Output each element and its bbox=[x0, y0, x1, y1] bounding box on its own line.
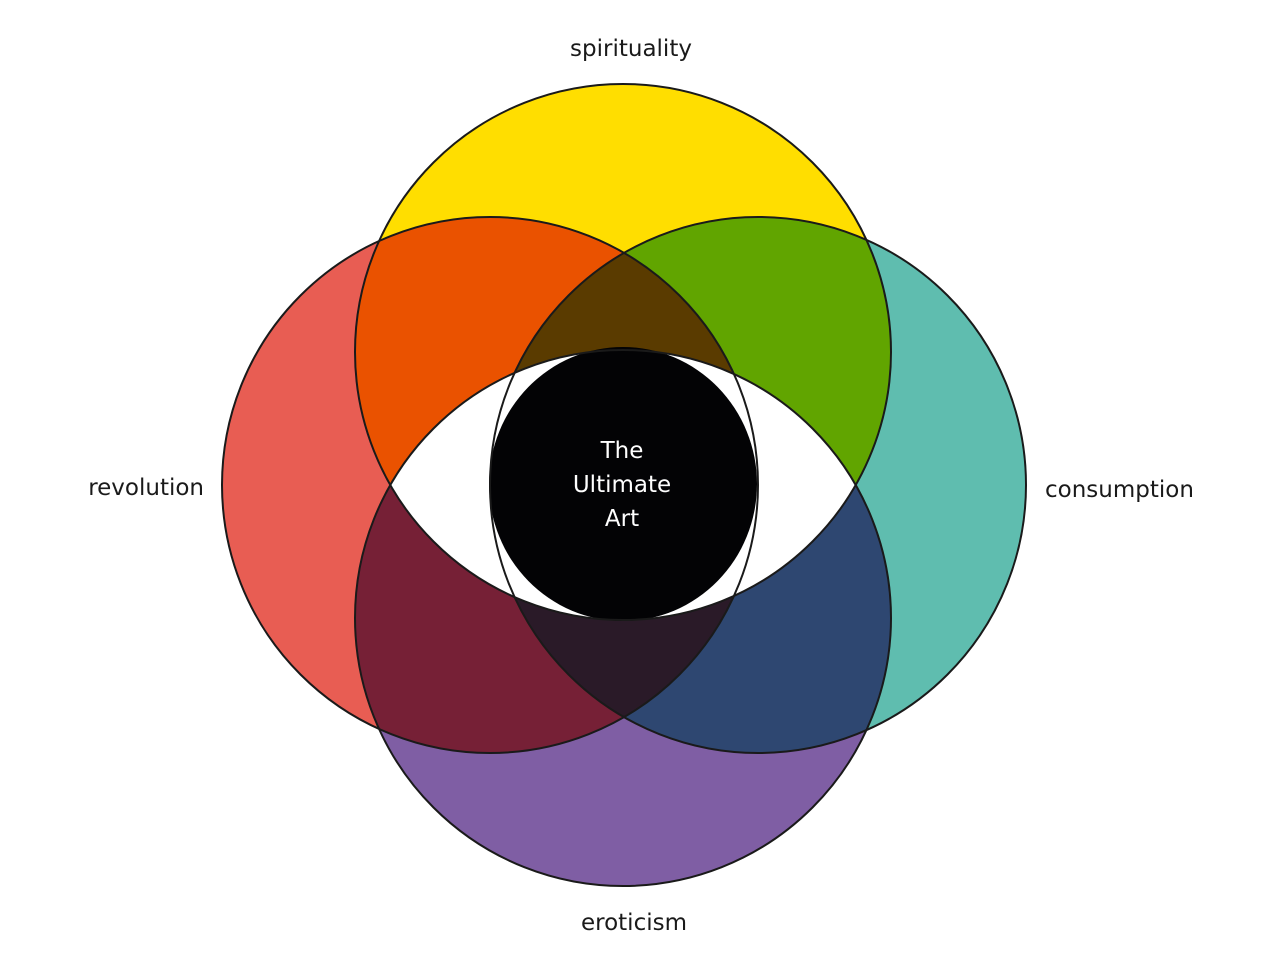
label-consumption: consumption bbox=[1045, 477, 1194, 503]
center-label-line-2: Ultimate bbox=[573, 472, 671, 498]
label-eroticism: eroticism bbox=[581, 910, 687, 936]
outline-left bbox=[221, 216, 759, 754]
region-center-core bbox=[489, 347, 757, 621]
center-label-line-3: Art bbox=[605, 506, 639, 532]
center-label-line-1: The bbox=[600, 438, 644, 464]
label-spirituality: spirituality bbox=[570, 36, 692, 62]
outline-top bbox=[354, 83, 892, 621]
label-revolution: revolution bbox=[88, 475, 204, 501]
outline-right bbox=[489, 216, 1027, 754]
outline-bottom bbox=[354, 349, 892, 887]
